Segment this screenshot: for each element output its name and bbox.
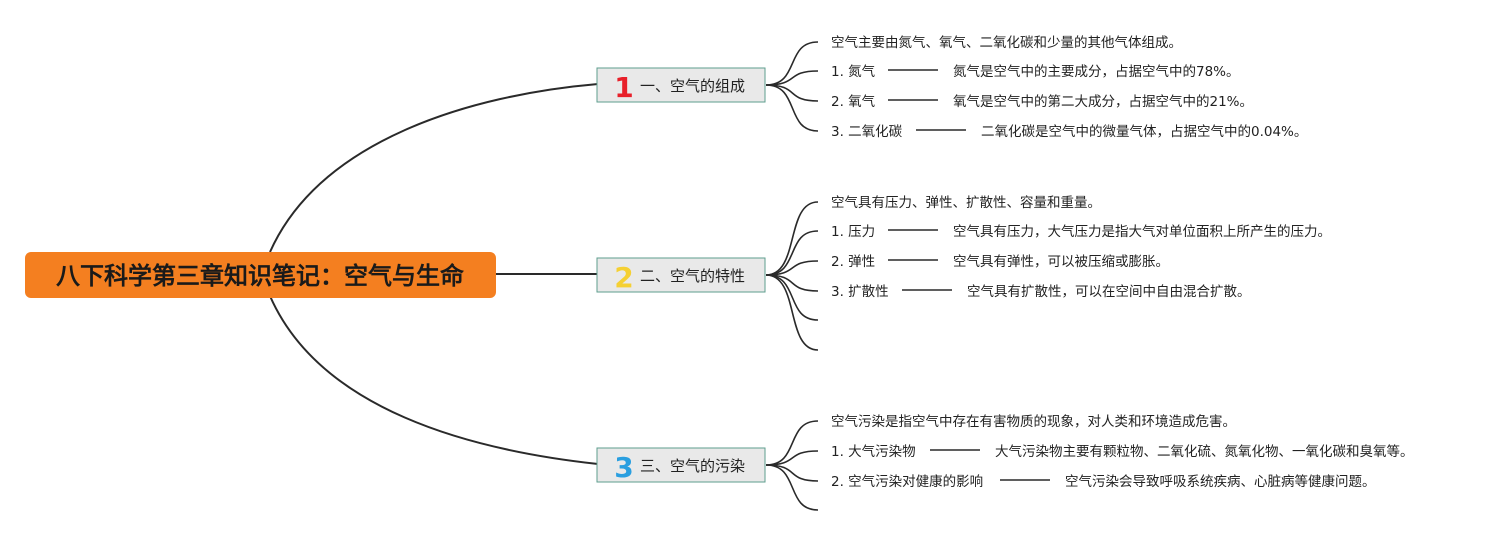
leaf-desc: 二氧化碳是空气中的微量气体，占据空气中的0.04%。 <box>981 124 1307 140</box>
root-link-3 <box>269 295 599 465</box>
leaf-term: 1. 大气污染物 <box>831 444 916 460</box>
branch-box <box>596 447 766 483</box>
branch-pollution[interactable]: 3 三、空气的污染 <box>596 447 766 484</box>
leaf-desc: 大气污染物主要有颗粒物、二氧化硫、氮氧化物、一氧化碳和臭氧等。 <box>995 443 1414 460</box>
branch-3-intro: 空气污染是指空气中存在有害物质的现象，对人类和环境造成危害。 <box>831 414 1236 430</box>
leaf-term: 2. 空气污染对健康的影响 <box>831 473 983 490</box>
leaf-desc: 氮气是空气中的主要成分，占据空气中的78%。 <box>953 64 1240 80</box>
branch-title: 二、空气的特性 <box>640 267 745 285</box>
branch-number-badge: 1 <box>614 71 633 104</box>
branch-2-links <box>765 201 952 351</box>
branch-box <box>596 257 766 293</box>
root-box <box>25 252 496 298</box>
leaf-term: 3. 扩散性 <box>831 284 889 300</box>
branch-2-intro: 空气具有压力、弹性、扩散性、容量和重量。 <box>831 194 1101 211</box>
branch-title: 三、空气的污染 <box>640 457 745 475</box>
leaf-term: 1. 氮气 <box>831 64 875 80</box>
branch-number-badge: 2 <box>614 261 633 294</box>
branch-title: 一、空气的组成 <box>640 77 745 95</box>
root-node[interactable]: 八下科学第三章知识笔记：空气与生命 <box>25 252 496 298</box>
leaf-term: 3. 二氧化碳 <box>831 124 903 140</box>
branch-box <box>596 67 766 103</box>
leaf-desc: 氧气是空气中的第二大成分，占据空气中的21%。 <box>953 93 1253 110</box>
leaf-desc: 空气具有扩散性，可以在空间中自由混合扩散。 <box>967 284 1251 300</box>
leaf-term: 1. 压力 <box>831 224 875 240</box>
leaf-term: 2. 弹性 <box>831 254 875 270</box>
branch-number-badge: 3 <box>614 451 633 484</box>
leaf-desc: 空气污染会导致呼吸系统疾病、心脏病等健康问题。 <box>1065 473 1376 490</box>
branch-3-links <box>765 420 1050 511</box>
branch-composition[interactable]: 1 一、空气的组成 <box>596 67 766 104</box>
leaf-desc: 空气具有弹性，可以被压缩或膨胀。 <box>953 254 1169 270</box>
leaf-desc: 空气具有压力，大气压力是指大气对单位面积上所产生的压力。 <box>953 224 1331 240</box>
branch-properties[interactable]: 2 二、空气的特性 <box>596 257 766 294</box>
branch-1-links <box>765 41 966 132</box>
leaf-term: 2. 氧气 <box>831 94 875 110</box>
branch-1-intro: 空气主要由氮气、氧气、二氧化碳和少量的其他气体组成。 <box>831 35 1182 51</box>
root-link-1 <box>269 83 599 253</box>
root-title: 八下科学第三章知识笔记：空气与生命 <box>56 262 465 290</box>
